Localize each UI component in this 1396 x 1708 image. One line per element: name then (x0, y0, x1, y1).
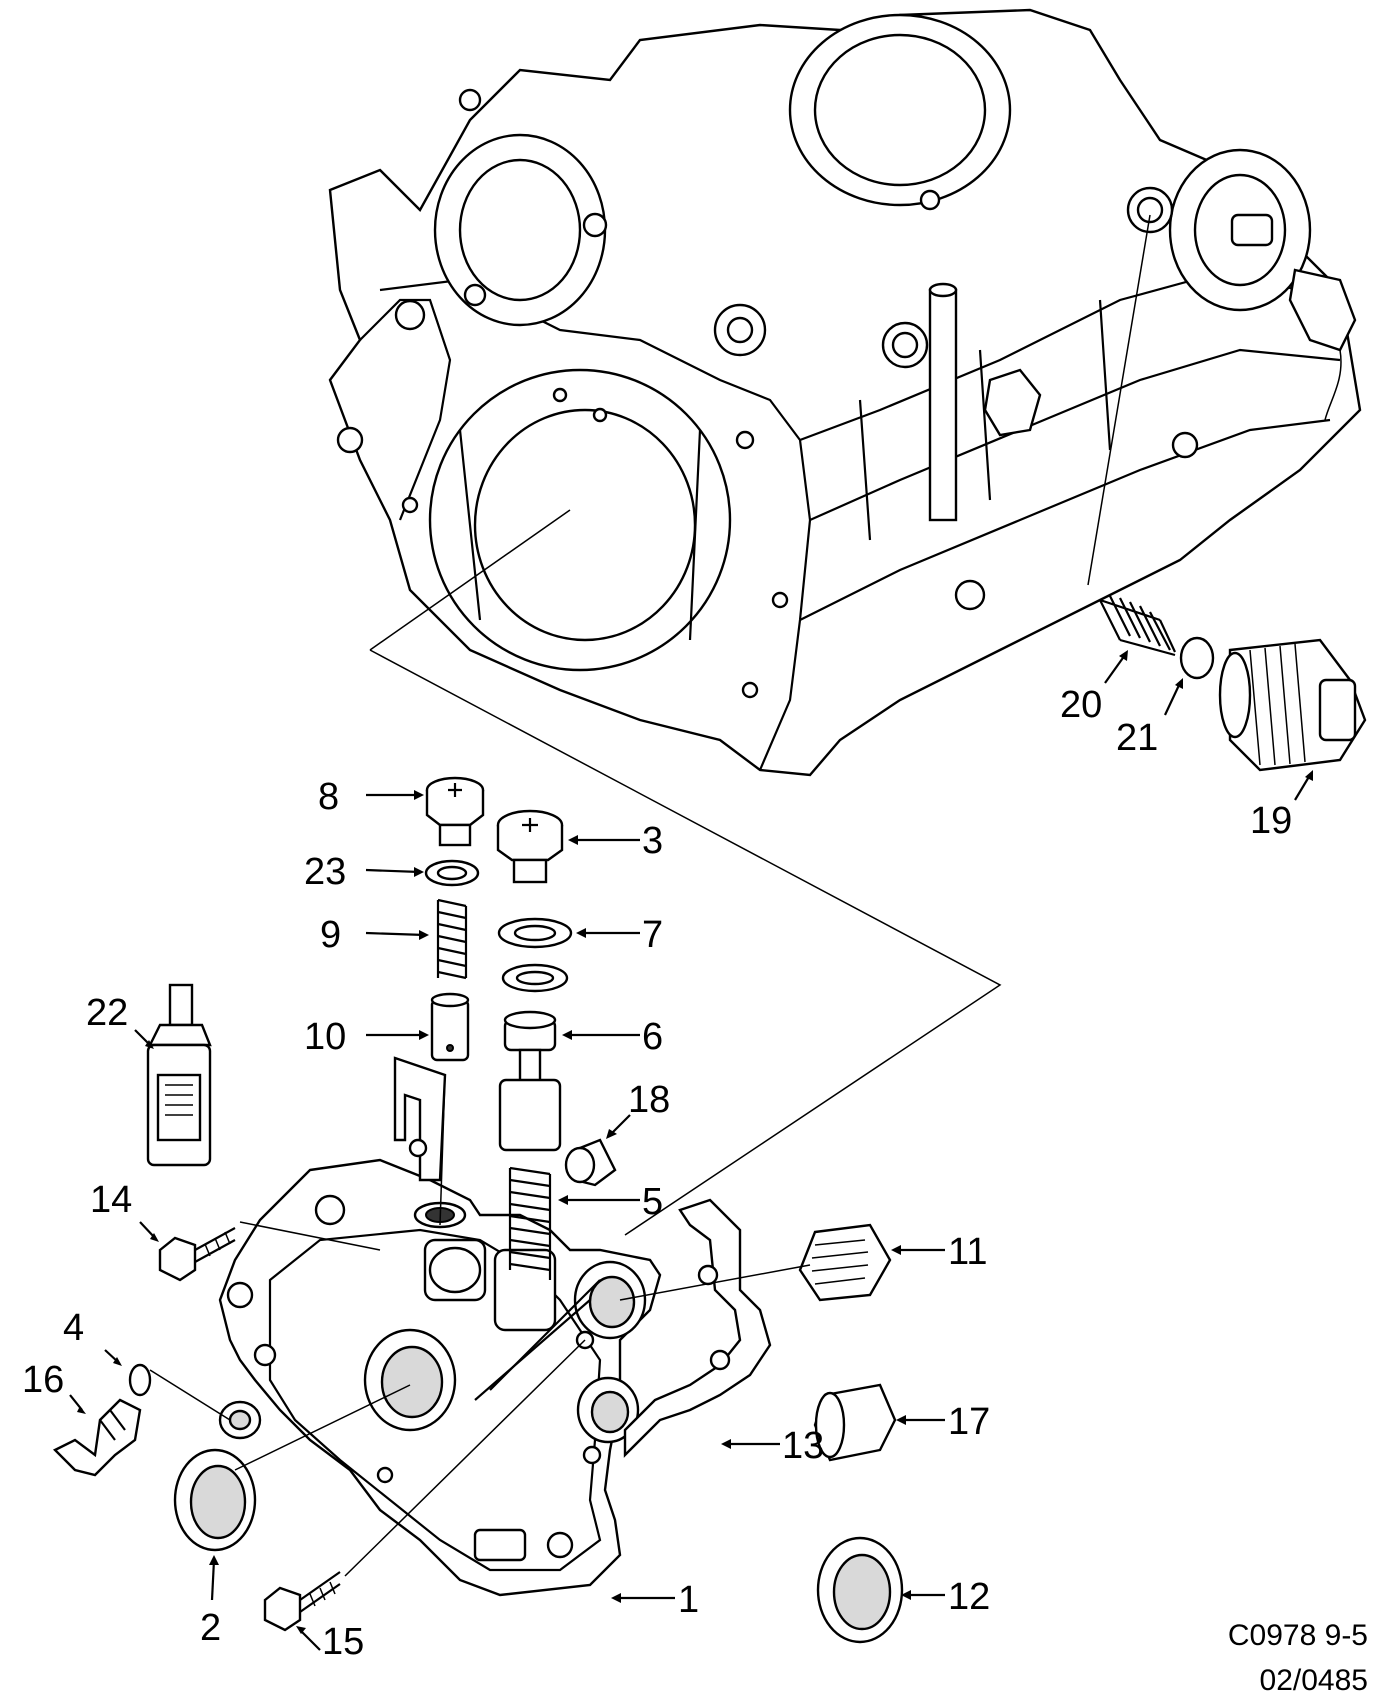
plug-11 (619, 1223, 892, 1302)
callout-7: 7 (642, 914, 663, 956)
callout-18: 18 (628, 1079, 670, 1121)
callout-22: 22 (86, 992, 128, 1034)
callout-9: 9 (320, 914, 341, 956)
callout-13: 13 (782, 1425, 824, 1467)
callout-11: 11 (948, 1231, 987, 1273)
oil-pump-cover (218, 1158, 662, 1597)
filter-19 (1218, 638, 1367, 772)
piston-6 (498, 1010, 562, 1152)
callout-19: 19 (1250, 800, 1292, 842)
o-ring-21 (1179, 636, 1215, 680)
callout-21: 21 (1116, 717, 1158, 759)
spring-5 (508, 1166, 552, 1280)
gasket (623, 1198, 772, 1458)
sleeve-17 (813, 1383, 897, 1462)
plug-18 (564, 1138, 617, 1187)
drawing-reference: C0978 9-5 02/0485 (1228, 1619, 1368, 1697)
sealant-bottle-22 (146, 983, 212, 1167)
seal-12 (816, 1536, 904, 1644)
callout-20: 20 (1060, 684, 1102, 726)
gasket-strip (393, 1056, 447, 1226)
callout-leaders (69, 650, 1313, 1651)
callout-3: 3 (642, 820, 663, 862)
callout-12: 12 (948, 1576, 990, 1618)
callout-5: 5 (642, 1181, 663, 1223)
sensor-16 (52, 1398, 142, 1477)
callout-17: 17 (948, 1401, 990, 1443)
washer-7 (497, 917, 573, 993)
callout-labels: 8 23 9 10 22 3 7 6 18 5 14 4 16 2 15 1 1… (22, 684, 1292, 1663)
callout-10: 10 (304, 1016, 346, 1058)
callout-15: 15 (322, 1621, 364, 1663)
o-ring-4 (128, 1363, 231, 1421)
engine-block (328, 8, 1362, 1236)
bolt-15 (263, 1339, 586, 1632)
washer-23 (424, 859, 480, 887)
callout-2: 2 (200, 1607, 221, 1649)
spring-20 (1099, 595, 1176, 657)
plug-8 (425, 776, 485, 847)
callout-8: 8 (318, 776, 339, 818)
callout-4: 4 (63, 1307, 84, 1349)
drawing-ref-number: 02/0485 (1260, 1664, 1368, 1697)
drawing-code: C0978 9-5 (1228, 1619, 1368, 1652)
callout-6: 6 (642, 1016, 663, 1058)
spring-9 (436, 898, 468, 980)
callout-1: 1 (678, 1579, 699, 1621)
callout-23: 23 (304, 851, 346, 893)
seal-2 (173, 1384, 411, 1552)
sleeve-10 (430, 992, 470, 1062)
callout-16: 16 (22, 1359, 64, 1401)
plug-3 (496, 809, 564, 884)
bolt-14 (158, 1221, 381, 1282)
callout-14: 14 (90, 1179, 132, 1221)
